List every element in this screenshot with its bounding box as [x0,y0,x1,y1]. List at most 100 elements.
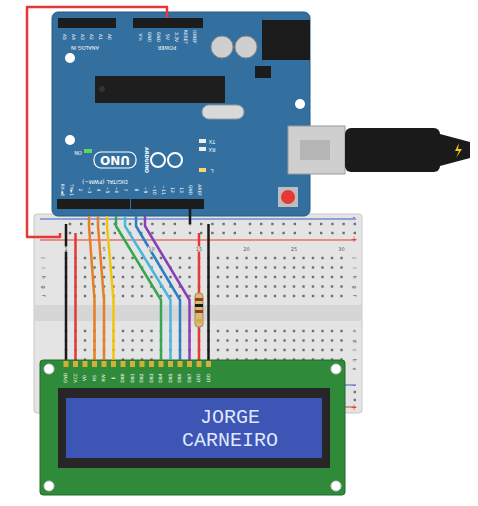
breadboard-hole [312,276,314,278]
lcd-module [331,481,341,491]
pin-name: ~9 [143,187,148,194]
wire [27,7,167,237]
pin-name: ~10 [152,185,157,195]
breadboard-hole [236,276,238,278]
breadboard-hole [249,223,251,225]
breadboard-hole [93,257,95,259]
led-label: TX [209,139,215,144]
pin-header [133,18,203,28]
breadboard-hole [131,330,133,332]
microcontroller-chip [95,76,225,103]
breadboard-hole [200,223,202,225]
lcd-pin [102,361,107,367]
rail-sign: - [353,382,356,390]
breadboard-hole [91,223,93,225]
breadboard-hole [236,257,238,259]
breadboard-hole [249,232,251,234]
lcd-module [40,360,345,495]
breadboard-hole [226,257,228,259]
breadboard-hole [129,223,131,225]
breadboard-hole [122,257,124,259]
resistor-symbol [195,304,203,307]
status-led [199,168,206,172]
row-letter: g [41,285,46,288]
breadboard-hole [122,339,124,341]
pin-name: A2 [89,34,94,40]
lcd-pin [64,361,212,367]
wire [207,224,210,360]
column-number: 15 [195,247,203,252]
breadboard-hole [245,295,247,297]
wire [98,216,104,360]
pin-name: 4 [96,189,101,192]
wire [189,209,192,224]
breadboard-hole [294,223,296,225]
breadboard-hole [245,276,247,278]
arduino-board [52,12,310,216]
breadboard-hole [84,330,86,332]
breadboard-hole [131,295,133,297]
column-number: 1 [63,247,68,252]
lcd-pin [168,361,173,367]
pin-name: GND [64,373,69,383]
breadboard-hole [321,266,323,268]
breadboard-hole [354,399,356,401]
lcd-module [58,388,330,468]
breadboard-hole [217,349,219,351]
breadboard-hole [226,349,228,351]
breadboard-hole [340,339,342,341]
lcd-module [44,364,54,374]
breadboard-hole [312,266,314,268]
breadboard-hole [150,257,152,259]
breadboard-hole [264,266,266,268]
row-letter: h [41,275,46,278]
breadboard-hole [122,295,124,297]
lcd-pin [92,361,97,367]
breadboard-hole [255,276,257,278]
lcd-pin [187,361,192,367]
breadboard-hole [340,257,342,259]
breadboard-hole [245,330,247,332]
pin-name: DB3 [149,373,154,382]
breadboard-hole [112,257,114,259]
lcd-module [66,398,322,458]
pin-name: 8 [134,189,139,192]
breadboard-hole [354,391,356,393]
breadboard-hole [340,266,342,268]
breadboard-hole [151,223,153,225]
reset-button [281,190,295,204]
pin-name: AREF [197,184,202,196]
breadboard-hole [331,232,333,234]
breadboard-hole [131,257,133,259]
pin-name: 7 [123,189,128,192]
breadboard-hole [122,285,124,287]
row-letter: h [352,275,357,278]
breadboard-hole [141,295,143,297]
breadboard-hole [200,232,202,234]
breadboard-hole [302,349,304,351]
power-jack [262,20,310,60]
breadboard-hole [331,295,333,297]
rail-sign: + [351,404,358,412]
breadboard-hole [321,349,323,351]
breadboard-hole [282,232,284,234]
lcd-module [331,364,341,374]
wire [27,7,209,360]
pin-name: GND [156,32,161,42]
breadboard-hole [260,232,262,234]
wire [65,224,68,360]
breadboard-hole [309,232,311,234]
breadboard-hole [340,349,342,351]
pin-name: 3.3V [174,32,179,42]
pin-name: DB5 [168,373,173,382]
pin-name: 2 [78,189,83,192]
column-number: 5 [101,247,106,252]
lcd-module [44,481,54,491]
power-jack [262,20,310,60]
breadboard [40,219,356,220]
pin-name: IOREF [192,30,197,43]
breadboard-hole [274,349,276,351]
pin-name: A3 [80,34,85,40]
breadboard-hole [331,339,333,341]
